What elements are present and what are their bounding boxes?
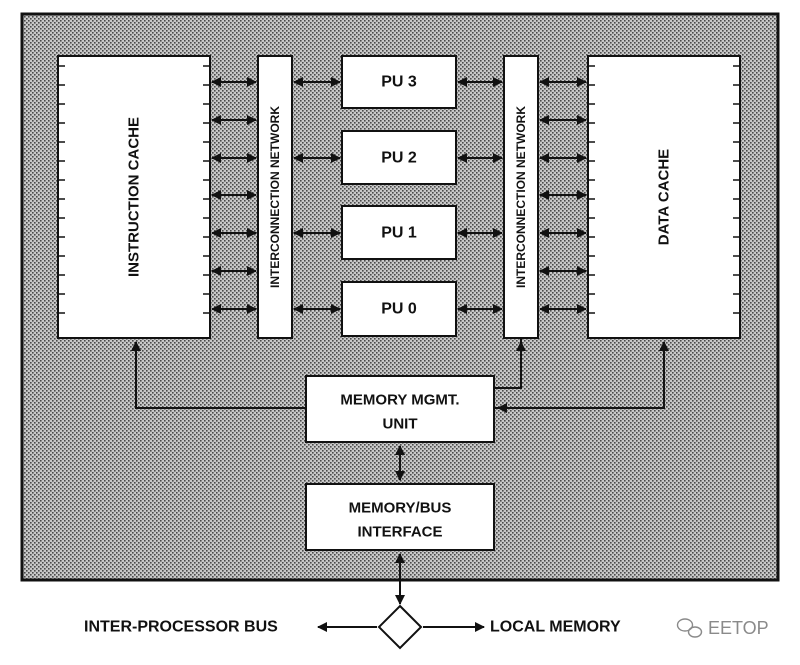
instruction-cache-label: INSTRUCTION CACHE [126,117,143,277]
data-cache-ports [588,65,740,314]
bus-junction-diamond [377,604,423,650]
wechat-icon [676,618,703,638]
pu0-label: PU 0 [381,301,417,318]
pu1-block: PU 1 [341,205,457,260]
inter-processor-bus-label: INTER-PROCESSOR BUS [84,619,278,636]
pu2-block: PU 2 [341,130,457,185]
watermark-text: EETOP [708,618,769,638]
mmu-label-line1: MEMORY MGMT. [340,392,459,409]
pu3-label: PU 3 [381,74,417,91]
pu2-label: PU 2 [381,150,417,167]
bus-links [131,77,669,632]
data-cache-block: DATA CACHE [587,55,741,339]
interconnect-left-block: INTERCONNECTION NETWORK [257,55,293,339]
data-cache-label: DATA CACHE [656,149,673,245]
local-memory-label: LOCAL MEMORY [490,619,621,636]
pu0-block: PU 0 [341,281,457,337]
pu3-block: PU 3 [341,55,457,109]
interconnect-right-label: INTERCONNECTION NETWORK [514,106,528,288]
pu1-label: PU 1 [381,225,417,242]
bus-interface-label-line2: INTERFACE [357,524,442,541]
instruction-cache-block: INSTRUCTION CACHE [57,55,211,339]
instruction-cache-ports [58,65,210,314]
interconnect-left-label: INTERCONNECTION NETWORK [268,106,282,288]
bus-interface-label-line1: MEMORY/BUS [349,500,452,517]
bus-interface-block: MEMORY/BUS INTERFACE [305,483,495,551]
watermark: EETOP [676,618,769,638]
mmu-block: MEMORY MGMT. UNIT [305,375,495,443]
mmu-label-line2: UNIT [383,416,418,433]
interconnect-right-block: INTERCONNECTION NETWORK [503,55,539,339]
